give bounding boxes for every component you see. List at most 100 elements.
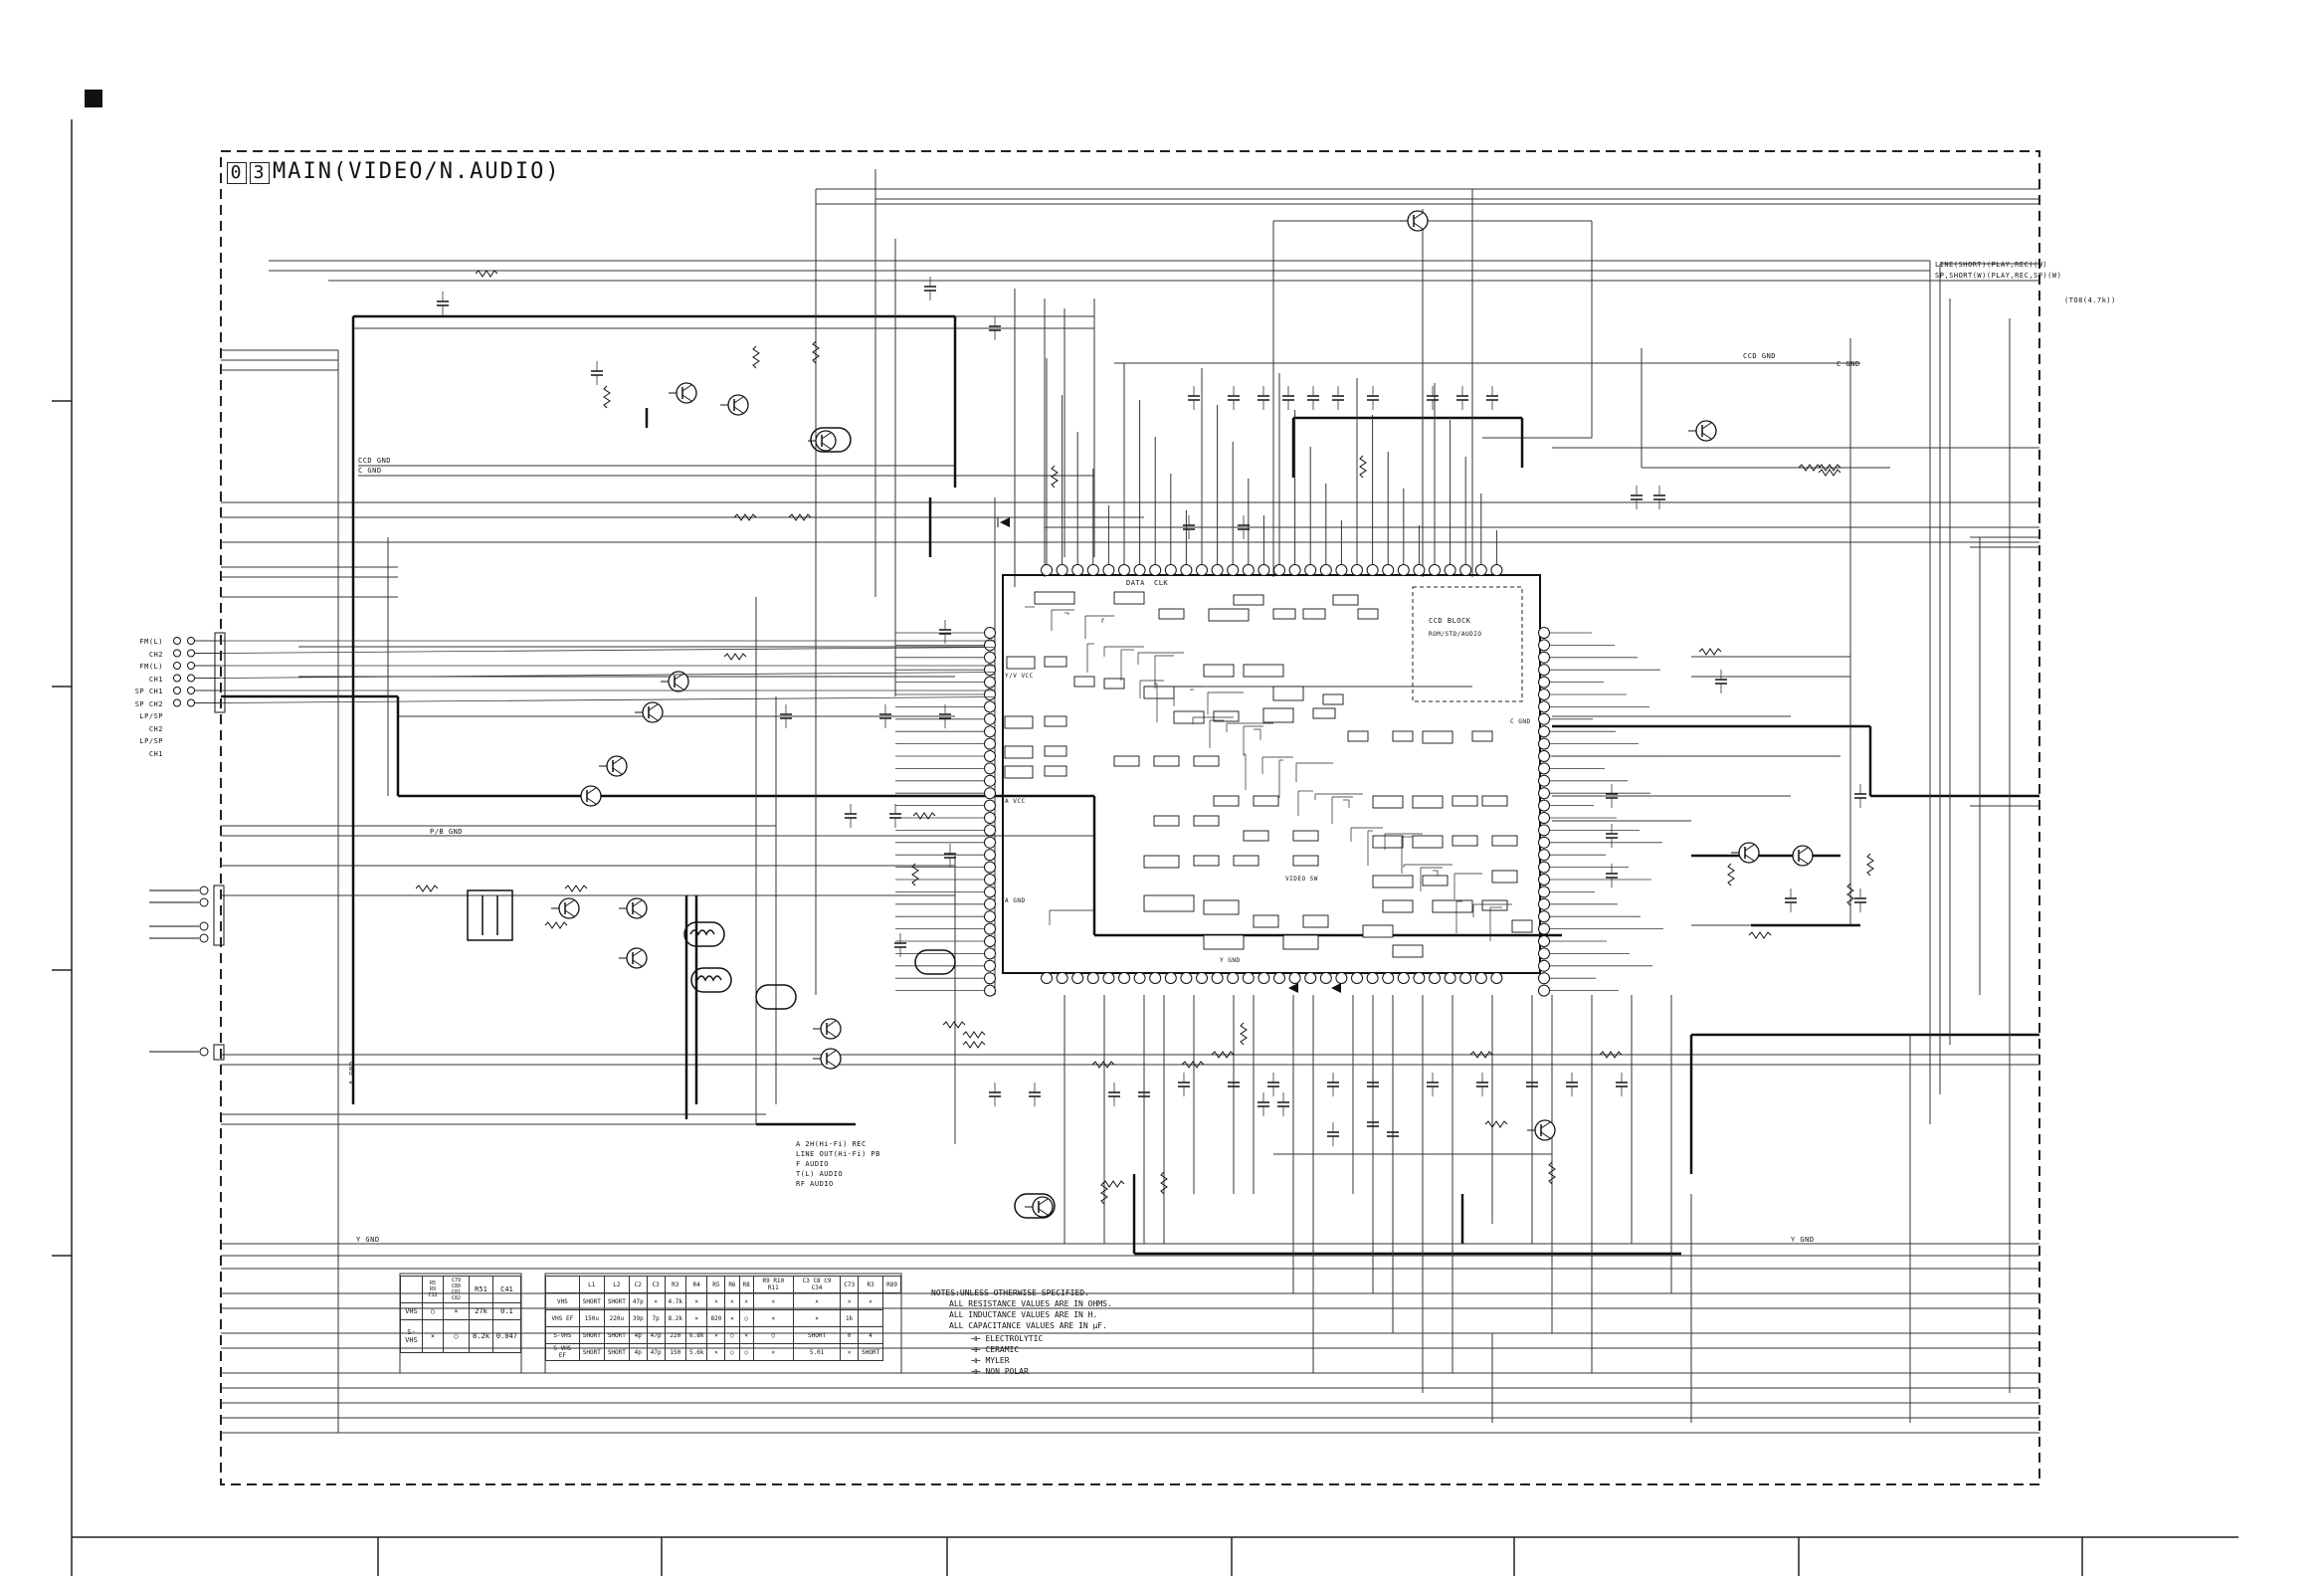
table-cell: 150	[664, 1343, 687, 1361]
net-label: A GND	[348, 1061, 356, 1084]
table-cell: S-VHS EF	[545, 1343, 580, 1361]
legend-label: ELECTROLYTIC	[985, 1334, 1044, 1343]
ic-pin	[1538, 664, 1550, 677]
ic-pin	[1538, 812, 1550, 824]
table-cell: ×	[738, 1326, 754, 1344]
audio-net-label: T(L) AUDIO	[796, 1170, 844, 1178]
ic-function-block	[1471, 730, 1493, 742]
ic-pin	[1538, 947, 1550, 960]
ic-pin	[1538, 849, 1550, 862]
table-cell: ×	[840, 1292, 860, 1310]
ic-function-block	[1034, 591, 1075, 605]
ic-pin	[1258, 564, 1270, 576]
table-cell: R5	[706, 1276, 726, 1293]
ic-function-block	[1372, 795, 1404, 809]
ic-pin	[1382, 972, 1395, 984]
resistor-symbol	[1866, 853, 1874, 877]
ic-function-block	[1233, 855, 1259, 867]
ic-pin	[1538, 799, 1550, 812]
table-cell: 0	[840, 1326, 860, 1344]
resistor-symbol	[1599, 1051, 1623, 1059]
ic-pin	[984, 836, 996, 849]
resistor-symbol	[1698, 648, 1722, 656]
audio-net-label: LINE OUT(Hi-Fi) PB	[796, 1150, 880, 1158]
ic-function-block	[1203, 664, 1235, 678]
table-cell: R3	[858, 1276, 884, 1293]
ic-pin	[984, 639, 996, 652]
ic-pin	[1133, 972, 1146, 984]
ic-function-block	[1412, 795, 1444, 809]
ic-pin	[1490, 564, 1503, 576]
resistor-symbol	[723, 653, 747, 661]
transistor-symbol	[1695, 420, 1717, 442]
ic-function-block	[1481, 795, 1508, 807]
ic-pin	[1118, 972, 1130, 984]
notes-line: ALL RESISTANCE VALUES ARE IN OHMS.	[949, 1299, 1112, 1308]
table-cell: SHORT	[578, 1343, 605, 1361]
table-cell: ×	[792, 1309, 842, 1327]
ic-pin	[984, 849, 996, 862]
table-cell	[858, 1309, 884, 1327]
ic-pin	[1102, 972, 1115, 984]
ic-function-block	[1158, 608, 1185, 620]
ic-pin	[1429, 972, 1441, 984]
ic-pin	[1538, 689, 1550, 700]
table-cell: R51	[469, 1276, 493, 1303]
ic-function-block	[1044, 745, 1067, 757]
ic-label-c-gnd: C GND	[1510, 718, 1531, 725]
ic-pin	[1056, 972, 1068, 984]
passive-components	[415, 270, 1874, 1205]
ic-pin	[1086, 972, 1099, 984]
ic-pin	[984, 935, 996, 947]
ic-function-block	[1347, 730, 1369, 742]
table-cell: 0.1	[491, 1302, 522, 1320]
ic-function-block	[1392, 730, 1414, 742]
ic-function-block	[1372, 875, 1414, 888]
ic-pin	[1429, 564, 1441, 576]
table-cell: ○	[738, 1343, 754, 1361]
audio-net-labels: A 2H(Hi-Fi) REC LINE OUT(Hi-Fi) PB F AUD…	[796, 1139, 880, 1189]
ic-pin	[984, 972, 996, 985]
ic-function-block	[1153, 755, 1180, 767]
title-text: MAIN(VIDEO/N.AUDIO)	[273, 159, 561, 184]
audio-net-label: F AUDIO	[796, 1160, 830, 1168]
legend-label: NON POLAR	[985, 1367, 1029, 1376]
ic-pin	[984, 762, 996, 775]
legend-label: CERAMIC	[985, 1345, 1020, 1354]
table-cell: 4p	[628, 1326, 648, 1344]
ic-pin	[1474, 972, 1487, 984]
ic-function-block	[1272, 608, 1296, 620]
board-outline	[220, 150, 2040, 1485]
ic-function-block	[1481, 899, 1508, 911]
ic-pin	[984, 812, 996, 824]
head-connectors	[173, 632, 996, 713]
legend-item-myler: ⊣⊢ MYLER	[971, 1355, 1112, 1366]
ic-pin	[1538, 700, 1550, 713]
ic-function-block	[1193, 755, 1220, 767]
table-cell: ×	[724, 1292, 740, 1310]
resistor-symbol	[1727, 863, 1735, 886]
transistor-symbol	[642, 701, 664, 723]
ic-pin	[984, 874, 996, 886]
table-cell: 7p	[646, 1309, 666, 1327]
page-ruler	[52, 119, 2238, 1576]
ic-function-block	[1452, 795, 1478, 807]
ic-pin	[1304, 972, 1317, 984]
net-label: (TO8(4.7k))	[2064, 296, 2116, 304]
table-cell: SHORT	[603, 1343, 630, 1361]
resistor-symbol	[1181, 1061, 1205, 1069]
ic-pin	[1397, 972, 1410, 984]
ic-pin	[1538, 861, 1550, 874]
ic-pin	[1490, 972, 1503, 984]
ic-function-block	[1203, 899, 1240, 915]
ic-pin	[1538, 750, 1550, 762]
resistor-symbol	[603, 385, 611, 409]
ic-pin	[1273, 564, 1285, 576]
ic-pin	[984, 910, 996, 923]
transistor-symbol	[580, 785, 602, 807]
ic-pin	[1538, 886, 1550, 898]
audio-net-label: A 2H(Hi-Fi) REC	[796, 1140, 867, 1148]
ic-function-block	[1322, 693, 1344, 705]
